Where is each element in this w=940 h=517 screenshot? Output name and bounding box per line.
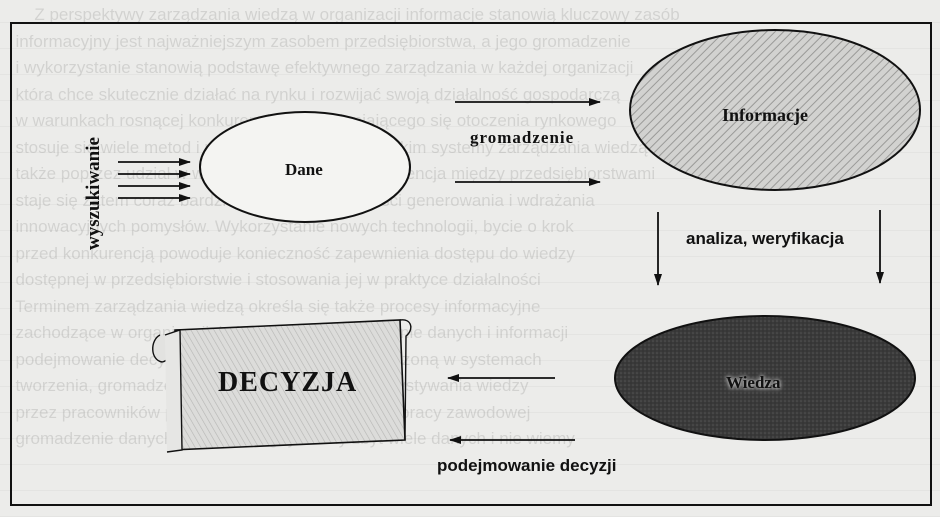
node-wiedza-label: Wiedza [726,373,781,392]
node-dane-label: Dane [285,160,323,179]
diagram-frame [10,22,932,506]
node-decyzja-label: DECYZJA [218,367,358,398]
node-informacje-ellipse [629,29,921,191]
edge-analiza-arrows [654,210,884,286]
edge-gromadzenie-arrows [455,98,601,186]
edge-wyszukiwanie-arrows [118,158,191,202]
node-informacje-label: Informacje [722,105,808,125]
edge-gromadzenie-label: gromadzenie [470,128,575,147]
edge-podejmowanie-arrows [447,374,575,444]
edge-wyszukiwanie-label: wyszukiwanie [83,137,104,250]
edge-analiza-label: analiza, weryfikacja [686,229,844,248]
node-decyzja-scroll [152,319,412,453]
node-wiedza-ellipse [614,315,916,441]
node-dane-ellipse [199,111,411,223]
edge-podejmowanie-label: podejmowanie decyzji [437,456,617,475]
